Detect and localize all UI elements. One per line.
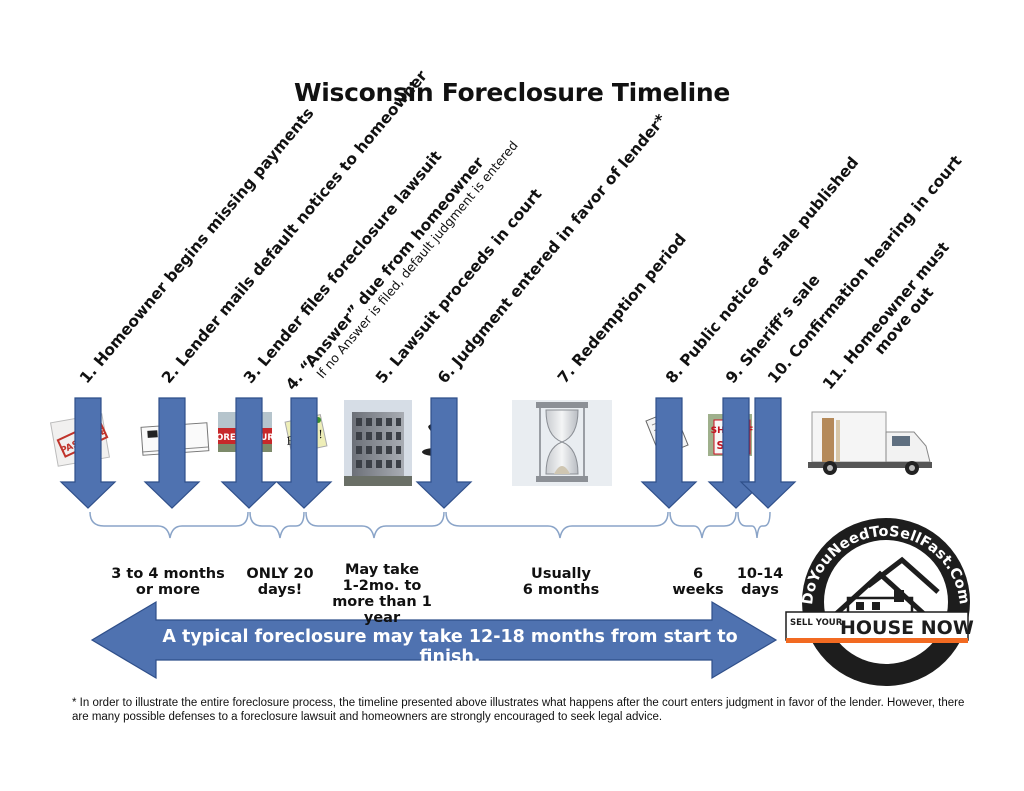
page-title: Wisconsin Foreclosure Timeline [293,78,731,107]
down-arrow-9 [707,397,765,509]
brace-1 [89,511,249,539]
down-arrow-2 [143,397,201,509]
logo-house-now: HOUSE NOW [840,617,974,639]
brace-2 [249,511,305,539]
down-arrow-8 [640,397,698,509]
moving-truck-image [808,411,932,475]
logo-sell-your: SELL YOUR [790,618,843,628]
brace-4 [445,511,669,539]
duration-double-arrow [90,600,778,680]
down-arrow-4 [275,397,333,509]
brace-5 [669,511,737,539]
duration-banner-text: A typical foreclosure may take 12-18 mon… [162,627,738,667]
down-arrow-1 [59,397,117,509]
duration-braces [89,511,771,539]
hourglass-image [512,400,612,486]
brace-6 [737,511,771,539]
courthouse-image [344,400,412,486]
site-logo: DoYouNeedToSellFast.Com SELL YOUR HOUSE … [785,518,974,686]
brace-3 [305,511,445,539]
down-arrow-6 [415,397,473,509]
down-arrow-3 [220,397,278,509]
down-arrow-10 [739,397,797,509]
footnote: * In order to illustrate the entire fore… [72,697,965,723]
